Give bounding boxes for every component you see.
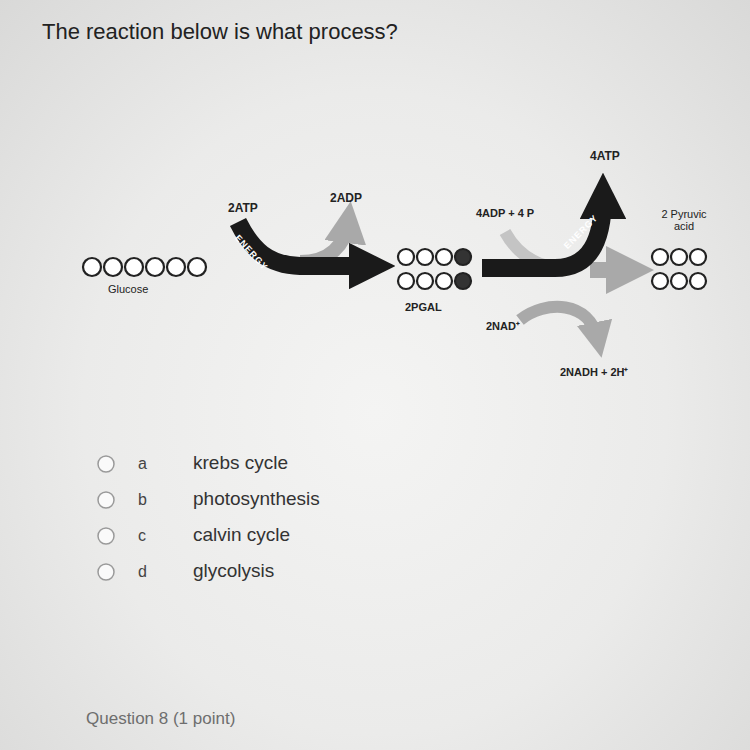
question-number: Question 8 (1 point) [86, 710, 235, 729]
molecule-label: 2ADP [330, 192, 362, 205]
option-text: calvin cycle [193, 525, 290, 546]
option-letter: d [138, 563, 147, 581]
molecule-label: 2ATP [228, 202, 258, 215]
molecule-label: Glucose [108, 283, 148, 295]
pyruvate-arrow [590, 262, 630, 278]
option-letter: a [138, 455, 147, 473]
molecule-label: 4ADP + 4 P [476, 207, 534, 219]
option-letter: b [138, 491, 147, 509]
molecule-label: 2NAD⁺ [486, 320, 520, 332]
molecule-label: 2 Pyruvic acid [652, 208, 716, 232]
pyruvate-carbons [652, 249, 706, 289]
radio-buttons [98, 456, 114, 580]
option-text: krebs cycle [193, 453, 288, 474]
pgal-carbons [398, 249, 471, 289]
option-text: glycolysis [193, 561, 274, 582]
question-title: The reaction below is what process? [42, 20, 398, 44]
nadh-arrow [520, 307, 598, 340]
molecule-label: 2NADH + 2H⁺ [560, 366, 629, 378]
option-letter: c [138, 527, 146, 545]
molecule-label: 2PGAL [405, 301, 442, 313]
adp-arrow [300, 222, 348, 262]
glucose-carbons [83, 258, 206, 276]
energy-arrow [482, 196, 603, 268]
molecule-label: 4ATP [590, 150, 620, 163]
option-text: photosynthesis [193, 489, 320, 510]
